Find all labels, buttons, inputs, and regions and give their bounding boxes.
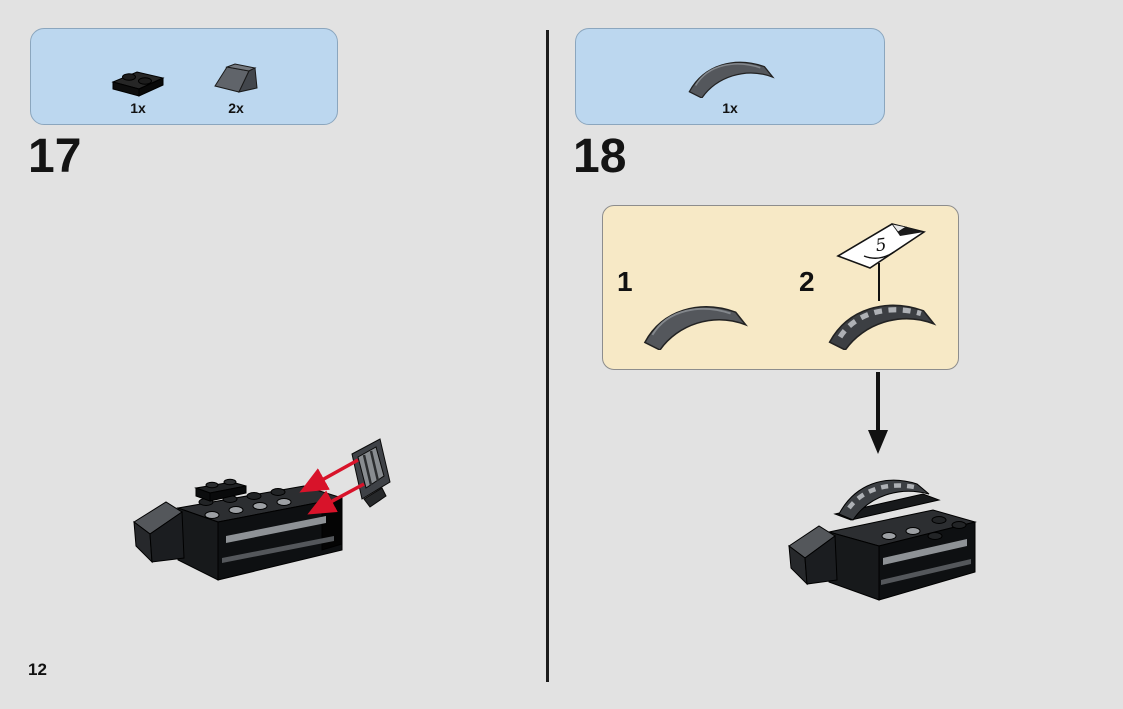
part-count: 1x bbox=[722, 100, 738, 116]
step18-parts-box: 1x bbox=[575, 28, 885, 125]
step18-substep-box: 1 2 5 bbox=[602, 205, 959, 370]
down-arrow-icon bbox=[868, 372, 888, 454]
curved-slope-icon bbox=[688, 61, 775, 98]
plate-1x2-icon bbox=[111, 71, 165, 97]
hull-body bbox=[133, 478, 343, 581]
substep-1-number: 1 bbox=[617, 266, 633, 297]
curved-slope-with-sticker-icon bbox=[828, 304, 937, 350]
step17-parts-box: 1x 2x bbox=[30, 28, 338, 125]
step18-assembly-image bbox=[788, 479, 977, 601]
curved-slope-icon bbox=[643, 306, 749, 350]
red-insert-arrows-icon bbox=[299, 458, 365, 515]
sticker-sheet-icon: 5 bbox=[836, 223, 926, 269]
column-divider bbox=[546, 30, 549, 682]
part-count: 2x bbox=[228, 100, 244, 116]
step18-number: 18 bbox=[573, 130, 627, 183]
part-item: 1x bbox=[109, 64, 167, 116]
part-item: 2x bbox=[213, 58, 259, 116]
part-item: 1x bbox=[682, 50, 778, 116]
step17-assembly-image bbox=[133, 438, 391, 581]
substep-2-number: 2 bbox=[799, 266, 815, 297]
sticker-number: 5 bbox=[874, 235, 888, 256]
part-count: 1x bbox=[130, 100, 146, 116]
page-number: 12 bbox=[28, 660, 47, 679]
slope-brick-icon bbox=[214, 63, 258, 93]
sticker-connector-line bbox=[878, 263, 880, 301]
step17-number: 17 bbox=[28, 130, 82, 183]
panel-piece bbox=[351, 438, 391, 508]
